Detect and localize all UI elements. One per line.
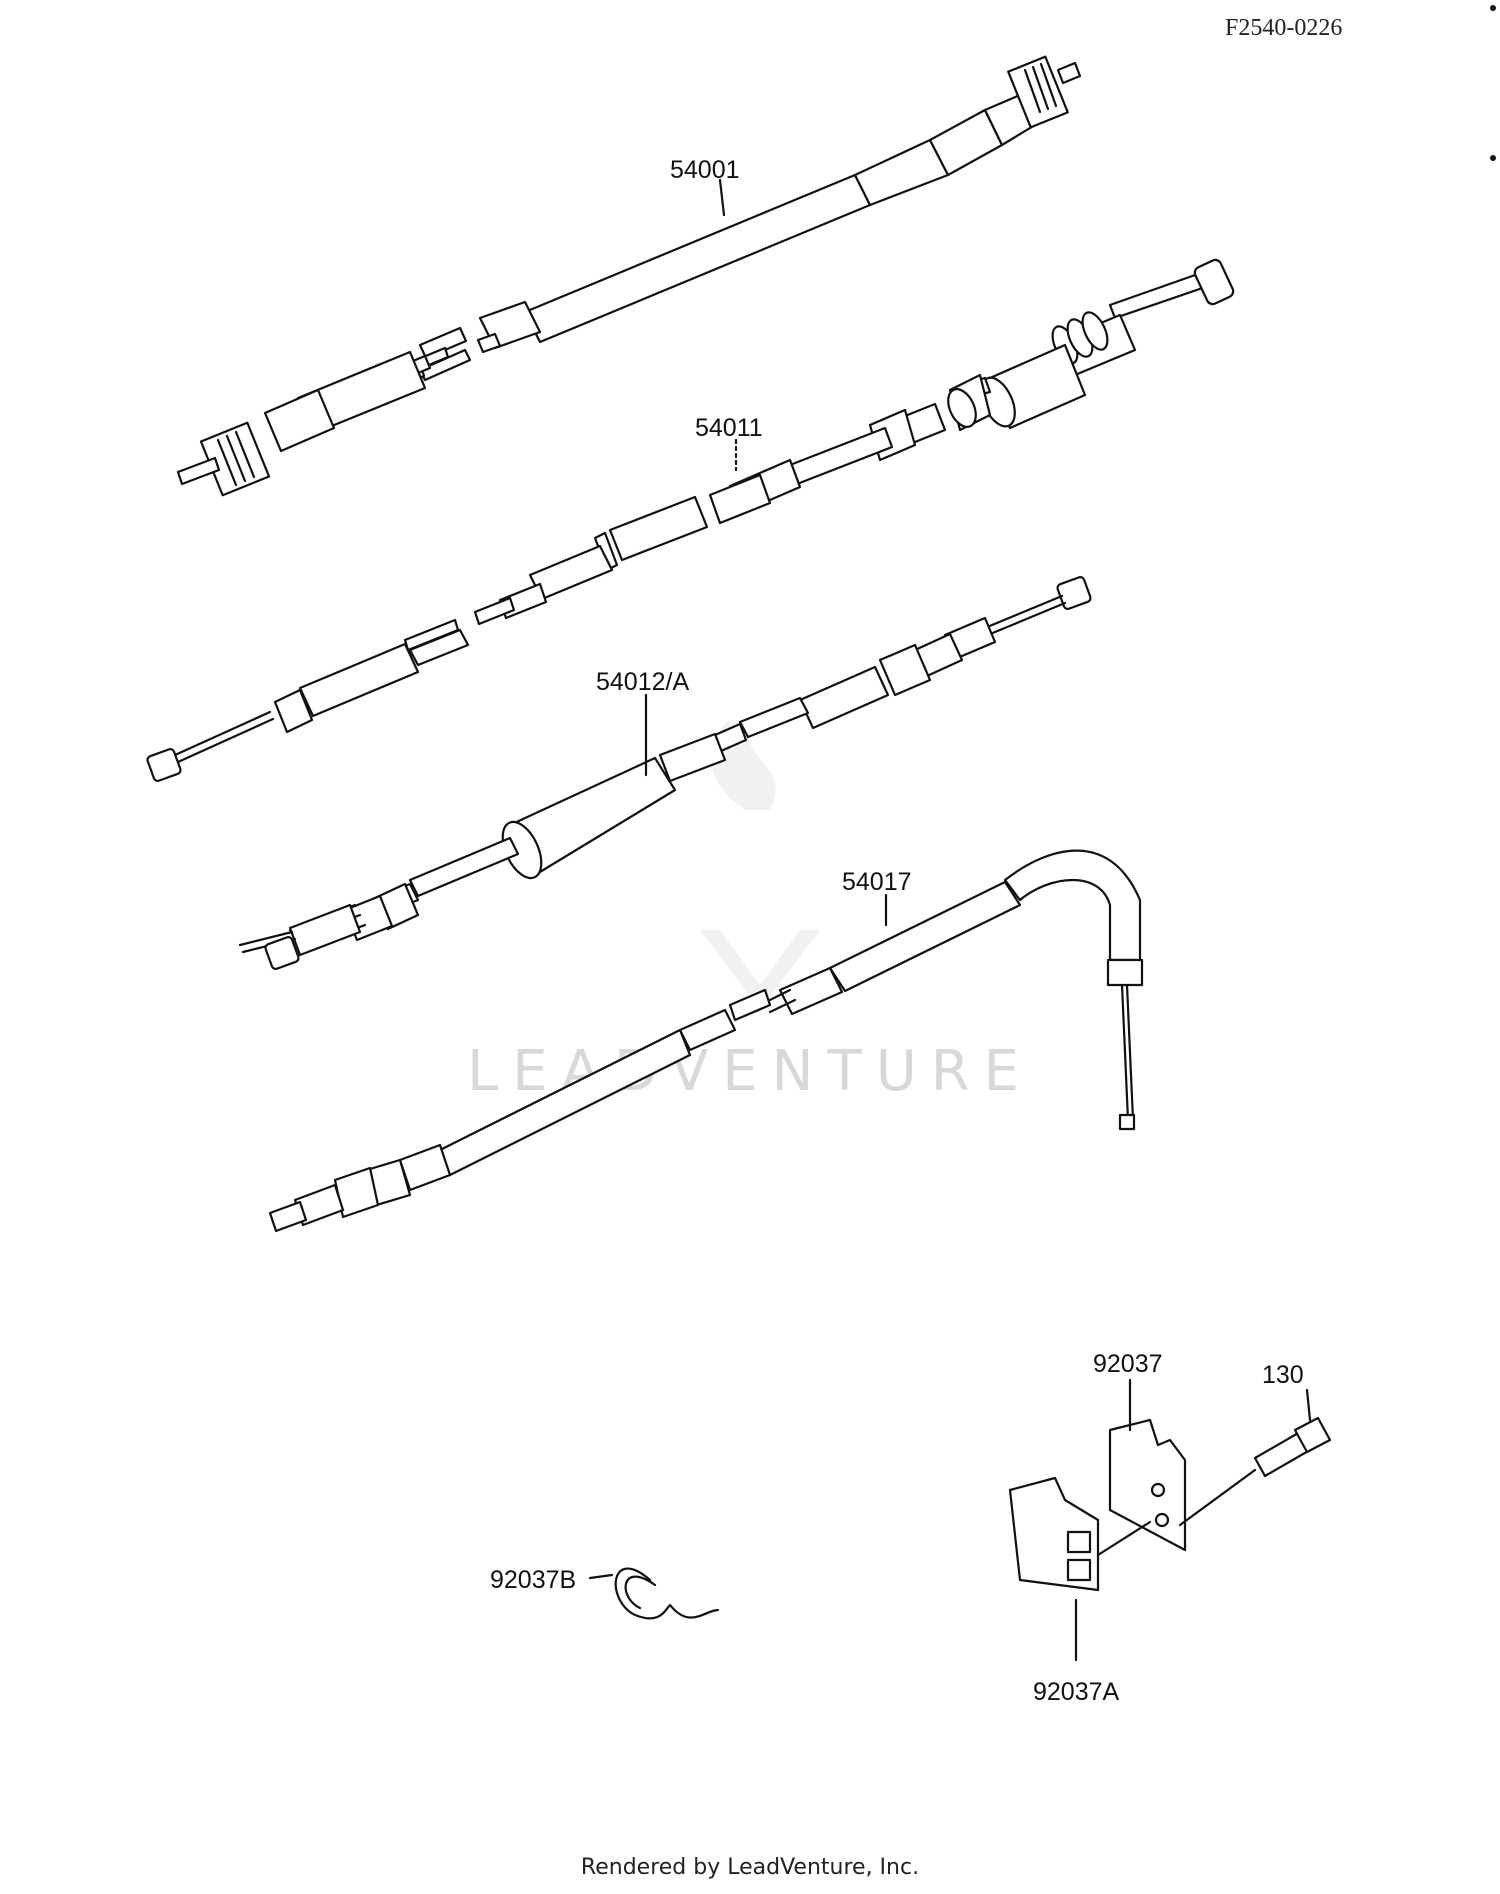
cable-54011[interactable] (146, 258, 1235, 782)
cable-end (1118, 1113, 1136, 1131)
label-54011[interactable]: 54011 (695, 414, 763, 442)
leader-92037B (588, 1573, 614, 1580)
label-92037A[interactable]: 92037A (1033, 1678, 1120, 1706)
leader-130 (1305, 1388, 1312, 1422)
footer-credit: Rendered by LeadVenture, Inc. (581, 1855, 919, 1880)
clamp-92037A[interactable] (1008, 1476, 1152, 1592)
label-54017[interactable]: 54017 (842, 868, 912, 896)
margin-dot (1490, 155, 1496, 161)
clamp-92037[interactable] (1108, 1418, 1187, 1552)
label-54012A[interactable]: 54012/A (596, 668, 689, 696)
label-130[interactable]: 130 (1262, 1361, 1304, 1389)
clip-92037B[interactable] (614, 1567, 720, 1620)
diagram-code: F2540-0226 (1225, 15, 1342, 41)
label-92037B[interactable]: 92037B (490, 1566, 576, 1594)
cable-54001[interactable] (176, 55, 1082, 497)
cable-54017[interactable] (268, 849, 1144, 1233)
cable-54012A[interactable] (238, 576, 1092, 970)
margin-dot (1490, 5, 1496, 11)
label-92037[interactable]: 92037 (1093, 1350, 1163, 1378)
leader-54001 (718, 178, 726, 217)
label-54001[interactable]: 54001 (670, 156, 740, 184)
bolt-130[interactable] (1178, 1416, 1332, 1527)
